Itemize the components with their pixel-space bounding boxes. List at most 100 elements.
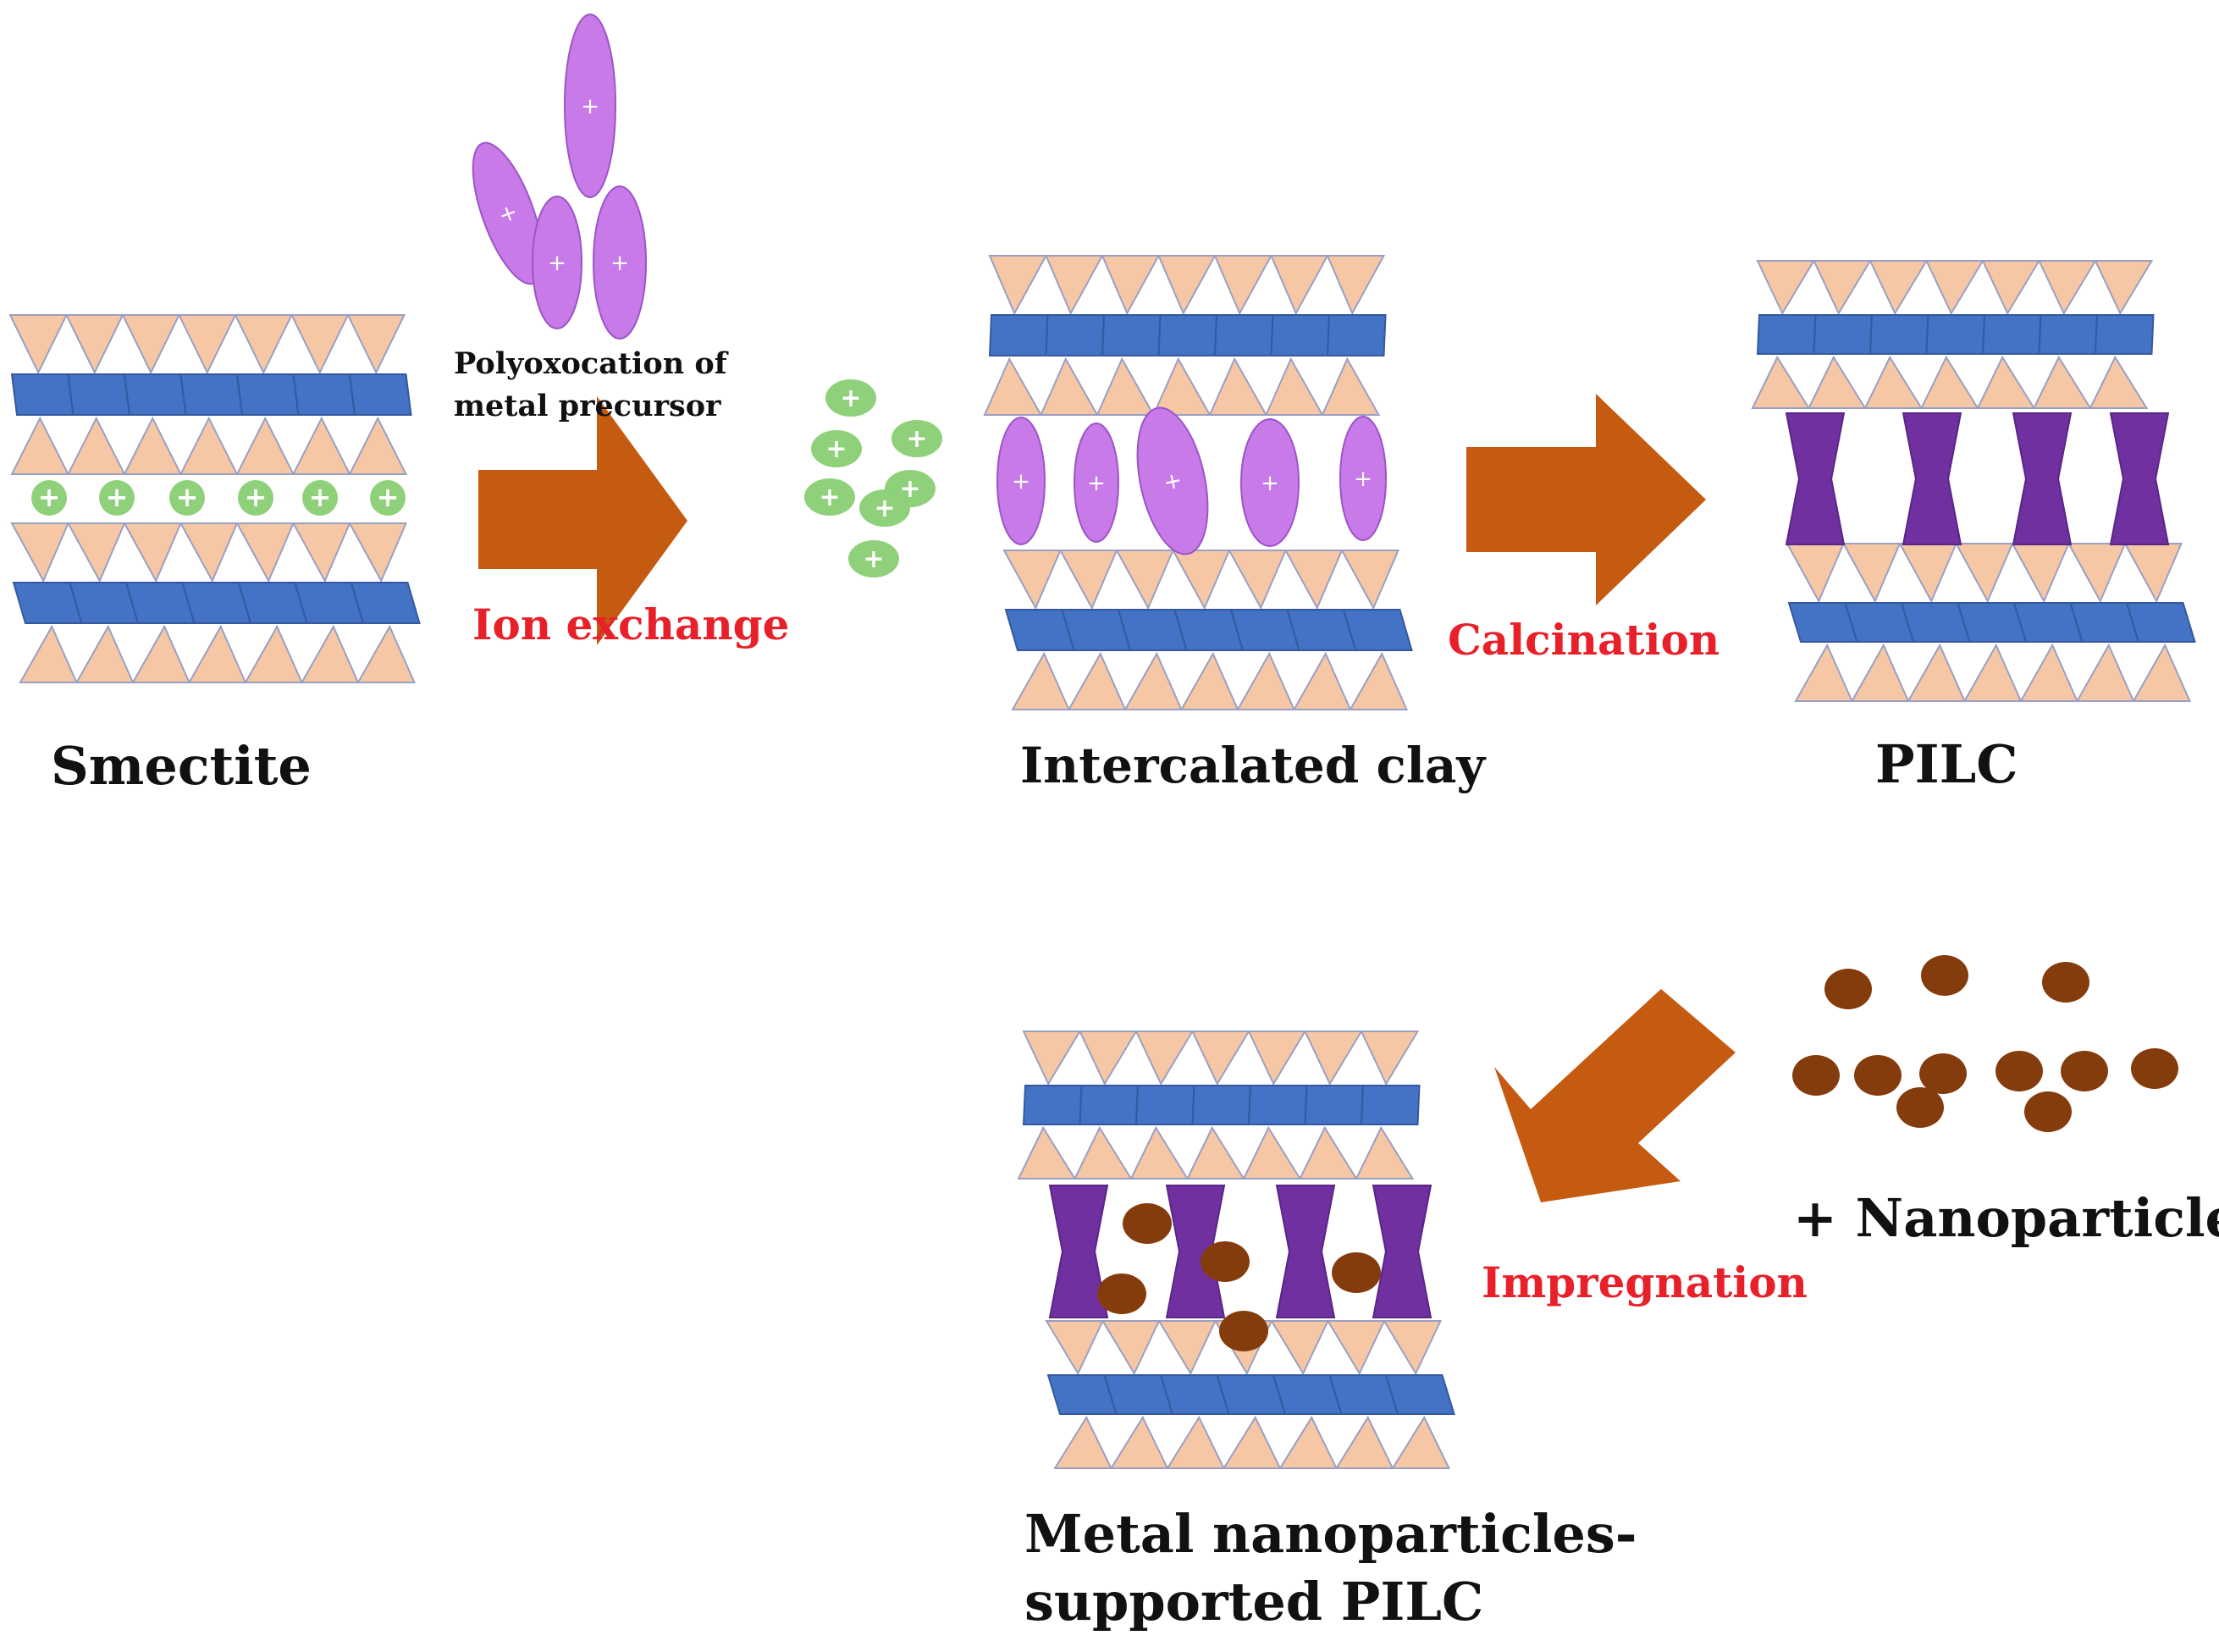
- polyoxocation-free: +: [564, 14, 616, 198]
- tetrahedron: [1101, 1320, 1161, 1376]
- octahedral-sheet-segment: [179, 373, 244, 416]
- tetrahedron: [1171, 550, 1231, 611]
- cation-sphere: [99, 480, 135, 516]
- cation-sphere: [169, 480, 205, 516]
- plus-sign: +: [825, 434, 847, 464]
- tetrahedron: [64, 314, 124, 375]
- octahedral-sheet-segment: [1213, 314, 1274, 356]
- metal-pilc-label-line1: Metal nanoparticles-: [1024, 1503, 1637, 1565]
- tetrahedron: [8, 314, 69, 375]
- tetrahedron: [1278, 1415, 1339, 1469]
- clay-layers: [8, 255, 2196, 1469]
- polyoxocation-intercalated: +: [1074, 423, 1119, 543]
- free-nanoparticle: [1921, 955, 1968, 996]
- tetrahedron: [1298, 1125, 1358, 1180]
- nanoparticle: [1097, 1274, 1146, 1314]
- nanoparticle: [1123, 1203, 1172, 1244]
- tetrahedron: [291, 416, 351, 475]
- tetrahedron: [1222, 1415, 1282, 1469]
- octahedral-sheet-segment: [1813, 314, 1874, 355]
- free-nanoparticle: [1919, 1053, 1967, 1094]
- tetrahedron: [2032, 355, 2092, 409]
- smectite-label: Smectite: [51, 735, 312, 797]
- oxide-pillar: [1902, 412, 1962, 545]
- octahedral-sheet-segment: [2038, 314, 2099, 355]
- free-nanoparticle: [2061, 1051, 2108, 1091]
- octahedral-sheet-segment: [1925, 314, 1986, 355]
- tetrahedron: [1166, 1415, 1226, 1469]
- polyoxocation-intercalated: +: [1240, 418, 1300, 547]
- plus-sign: +: [1354, 467, 1372, 492]
- tetrahedron: [1264, 356, 1324, 416]
- tetrahedron: [290, 314, 350, 375]
- tetrahedron: [1247, 1030, 1307, 1086]
- tetrahedron: [1841, 543, 1902, 604]
- polyoxocation-ellipse: [1339, 416, 1387, 541]
- released-cation: [825, 379, 876, 417]
- polyoxocation-ellipse: [593, 185, 647, 340]
- octahedral-sheet-segment: [10, 373, 75, 416]
- tetrahedron: [2037, 260, 2097, 316]
- tetrahedron: [1360, 1030, 1420, 1086]
- oxide-pillar: [1048, 1185, 1109, 1318]
- plus-sign: +: [863, 544, 884, 574]
- tetrahedron: [1919, 355, 1979, 409]
- octahedral-sheet-segment: [1157, 314, 1218, 356]
- polyoxocation-ellipse: [532, 196, 582, 329]
- tetrahedron: [1269, 255, 1329, 316]
- tetrahedron: [179, 416, 239, 475]
- oxide-pillar: [1785, 412, 1846, 545]
- tetrahedron: [1898, 543, 1958, 604]
- tetrahedron: [177, 314, 237, 375]
- tetrahedron: [1115, 550, 1175, 611]
- tetrahedron: [2019, 643, 2079, 702]
- tetrahedron: [1039, 356, 1099, 416]
- octahedral-sheet-segment: [292, 373, 356, 416]
- tetrahedron: [1078, 1030, 1138, 1086]
- tetrahedron: [1391, 1415, 1451, 1469]
- octahedral-sheet-segment: [350, 582, 421, 624]
- impregnation-label: Impregnation: [1482, 1257, 1808, 1307]
- tetrahedron: [1185, 1125, 1245, 1180]
- intercalated-clay-label: Intercalated clay: [1020, 737, 1486, 794]
- tetrahedron: [1383, 1320, 1443, 1376]
- tetrahedron: [1334, 1415, 1394, 1469]
- tetrahedron: [1326, 1320, 1386, 1376]
- cation-sphere: [370, 480, 406, 516]
- tetrahedron: [1151, 356, 1212, 416]
- tetrahedron: [1751, 355, 1811, 409]
- tetrahedron: [1208, 356, 1268, 416]
- pilc-label: PILC: [1875, 733, 2018, 795]
- tetrahedron: [356, 624, 417, 683]
- tetrahedron: [1123, 651, 1184, 710]
- tetrahedron: [988, 255, 1048, 316]
- tetrahedron: [1179, 651, 1239, 710]
- octahedral-sheet-segment: [2125, 602, 2196, 643]
- tetrahedron: [1190, 1030, 1250, 1086]
- ion-exchange-arrow: [478, 396, 687, 645]
- tetrahedron: [1349, 651, 1409, 710]
- free-nanoparticle: [1792, 1055, 1840, 1096]
- octahedral-sheet-segment: [1360, 1085, 1421, 1125]
- free-nanoparticle: [1824, 969, 1872, 1009]
- calcination-label: Calcination: [1448, 615, 1720, 665]
- oxide-pillar: [1372, 1185, 1432, 1318]
- plus-sign: +: [1012, 469, 1030, 494]
- tetrahedron: [1022, 1030, 1082, 1086]
- released-cation: [891, 420, 942, 457]
- plus-sign: +: [610, 251, 629, 276]
- tetrahedron: [2132, 643, 2192, 702]
- octahedral-sheet-segment: [348, 373, 412, 416]
- impregnation-arrow: [1494, 989, 1736, 1202]
- plus-sign: +: [840, 384, 861, 413]
- tetrahedron: [1907, 643, 1967, 702]
- nanoparticle: [1201, 1241, 1250, 1282]
- polyoxocation-free: +: [472, 141, 544, 285]
- plus-sign: +: [377, 481, 400, 513]
- tetrahedron: [1228, 550, 1288, 611]
- tetrahedron: [1213, 255, 1273, 316]
- oxide-pillars: [1048, 412, 2170, 1318]
- tetrahedron: [1011, 651, 1071, 710]
- tetrahedron: [1863, 355, 1924, 409]
